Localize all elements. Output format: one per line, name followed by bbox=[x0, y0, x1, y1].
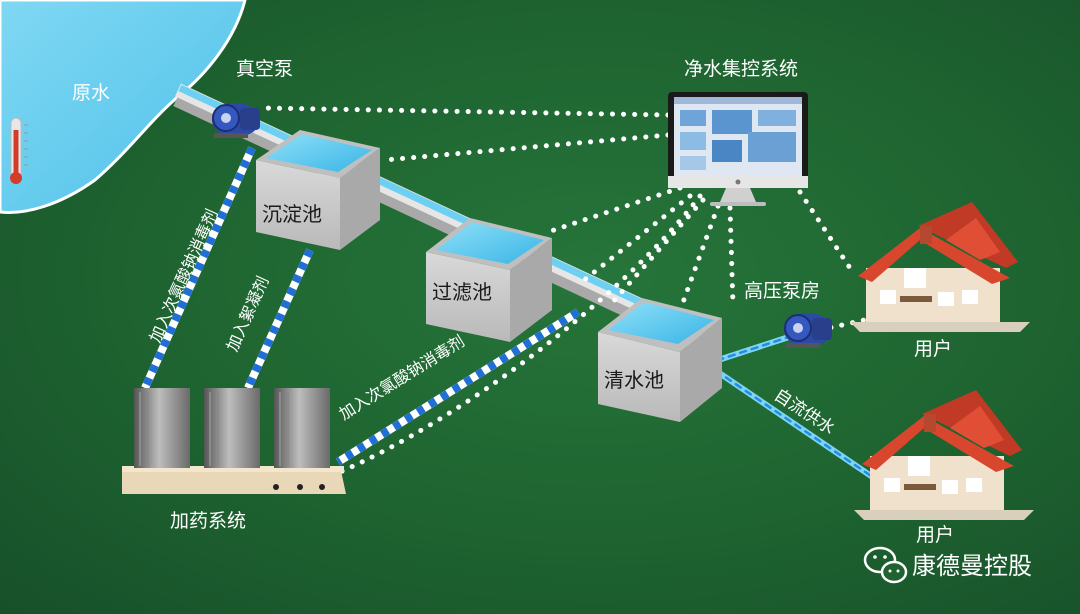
filter-label: 过滤池 bbox=[432, 280, 492, 304]
monitor-icon bbox=[668, 92, 808, 206]
thermometer-icon bbox=[10, 117, 28, 184]
wechat-icon bbox=[863, 546, 908, 584]
house-icon-bottom bbox=[854, 390, 1034, 520]
dosing-system-unit bbox=[122, 388, 346, 494]
house-icon-top bbox=[850, 202, 1030, 332]
control-lines bbox=[259, 105, 903, 475]
vacuum-pump-label: 真空泵 bbox=[236, 58, 294, 80]
clear-water-tank bbox=[598, 298, 722, 422]
user-bottom-label: 用户 bbox=[916, 524, 955, 546]
brand-label: 康德曼控股 bbox=[912, 552, 1032, 580]
vacuum-pump-icon bbox=[212, 103, 260, 138]
chemical-pipes bbox=[141, 146, 581, 466]
filter-tank bbox=[426, 218, 552, 342]
user-top-label: 用户 bbox=[914, 338, 953, 360]
dosing-system-label: 加药系统 bbox=[170, 510, 247, 532]
raw-water-lake bbox=[0, 0, 247, 214]
sedimentation-tank bbox=[256, 130, 380, 250]
high-pressure-pump-label: 高压泵房 bbox=[744, 280, 821, 302]
control-system-label: 净水集控系统 bbox=[684, 58, 799, 80]
raw-water-label: 原水 bbox=[72, 82, 111, 104]
sedimentation-label: 沉淀池 bbox=[262, 202, 322, 226]
high-pressure-pump-icon bbox=[784, 313, 832, 348]
clear-water-label: 清水池 bbox=[604, 368, 664, 392]
